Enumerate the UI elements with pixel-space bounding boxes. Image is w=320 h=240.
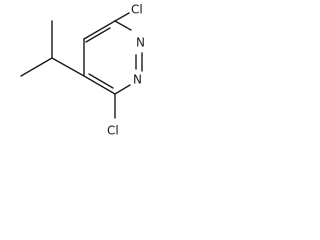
bond-c6-cl: [114, 12, 130, 22]
bond-c6-c5: [83, 20, 116, 40]
atom-label-cl-bottom: Cl: [107, 124, 119, 138]
atom-label-n2: N: [133, 73, 142, 87]
bond-c3-n2: [114, 84, 131, 95]
bond-c4-isopropyl: [51, 57, 85, 77]
atom-label-cl-top: Cl: [131, 3, 143, 17]
chemical-structure-diagram: Cl N N Cl: [20, 3, 145, 138]
bond-c4-c3: [83, 75, 116, 95]
atom-label-n1: N: [136, 36, 145, 50]
bond-n1-c6: [114, 20, 132, 31]
bond-c4-c3-inner: [88, 73, 114, 89]
bond-c6-c5-inner: [85, 27, 111, 43]
bond-isopropyl-methyl-left: [20, 57, 53, 77]
